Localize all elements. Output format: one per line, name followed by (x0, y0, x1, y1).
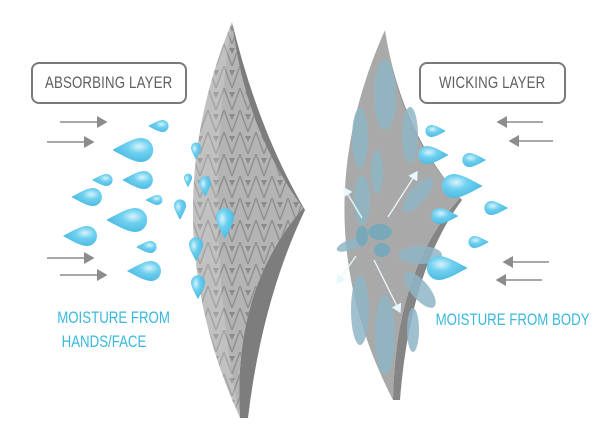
wicking-layer-fabric (336, 30, 462, 400)
direction-arrows (47, 116, 553, 286)
moisture-hands-line1: MOISTURE FROM (57, 308, 170, 327)
moisture-body-label: MOISTURE FROM BODY (435, 310, 590, 329)
absorbing-layer-fabric (192, 22, 305, 418)
moisture-hands-line2: HANDS/FACE (61, 332, 147, 351)
droplets-hands-face (63, 120, 169, 281)
absorbing-layer-text: ABSORBING LAYER (45, 73, 173, 92)
wicking-layer-label: WICKING LAYER (419, 62, 566, 104)
moisture-hands-face-label: MOISTURE FROM HANDS/FACE (57, 306, 170, 354)
wicking-layer-text: WICKING LAYER (439, 73, 546, 92)
absorbing-layer-label: ABSORBING LAYER (31, 62, 187, 104)
